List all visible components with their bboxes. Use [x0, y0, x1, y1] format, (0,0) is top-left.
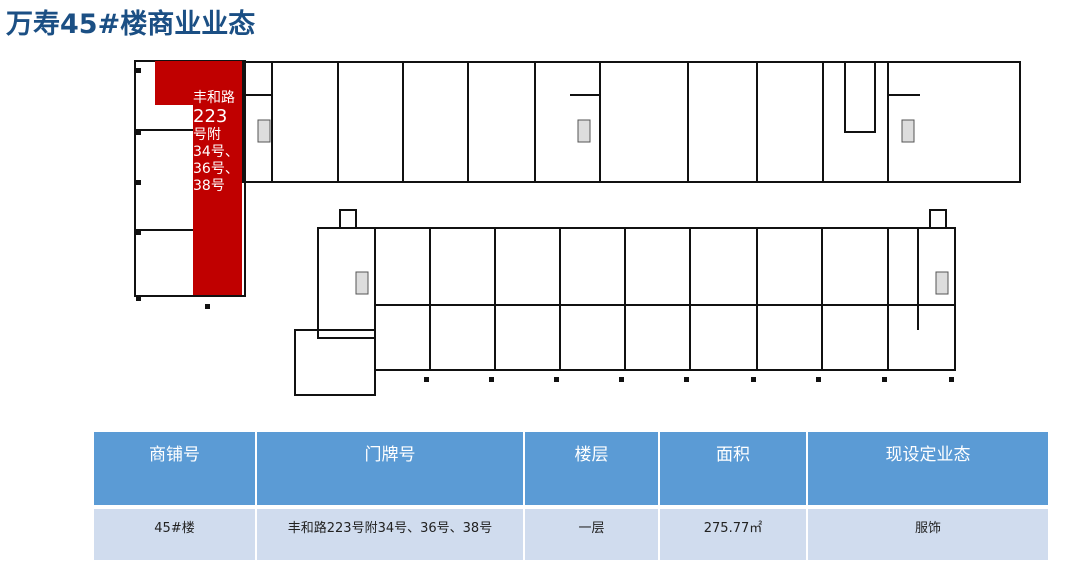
label-line: 丰和路 [193, 90, 235, 106]
cell-floor: 一层 [524, 505, 660, 560]
table-header-row: 商铺号 门牌号 楼层 面积 现设定业态 [94, 432, 1050, 507]
shop-info-table: 商铺号 门牌号 楼层 面积 现设定业态 45#楼 丰和路223号附34号、36号… [94, 432, 1050, 560]
label-line: 223 [193, 106, 228, 127]
south-partitions [429, 228, 919, 370]
north-block-outline [242, 61, 1021, 183]
cell-shop-no: 45#楼 [94, 505, 257, 560]
column-markers [136, 68, 954, 382]
header-shop-no: 商铺号 [94, 432, 257, 507]
header-address: 门牌号 [256, 432, 525, 507]
header-area: 面积 [659, 432, 808, 507]
highlighted-shop [155, 61, 242, 295]
entrance-wing [294, 329, 376, 396]
cell-address: 丰和路223号附34号、36号、38号 [256, 505, 525, 560]
highlighted-shop-label: 丰和路 223 号附 34号、 36号、 38号 [193, 90, 245, 195]
label-line: 36号、 [193, 161, 239, 177]
floor-plan [134, 60, 1021, 396]
south-block-outline [374, 227, 956, 371]
table-row: 45#楼 丰和路223号附34号、36号、38号 一层 275.77㎡ 服饰 [94, 505, 1050, 560]
page-title: 万寿45#楼商业业态 [6, 9, 256, 40]
label-line: 34号、 [193, 144, 239, 160]
header-business-type: 现设定业态 [807, 432, 1050, 507]
label-line: 号附 [193, 127, 221, 143]
north-partitions [243, 62, 920, 182]
stair-icons [257, 119, 949, 295]
cell-business-type: 服饰 [807, 505, 1050, 560]
cell-area: 275.77㎡ [659, 505, 808, 560]
header-floor: 楼层 [524, 432, 660, 507]
label-line: 38号 [193, 178, 225, 194]
